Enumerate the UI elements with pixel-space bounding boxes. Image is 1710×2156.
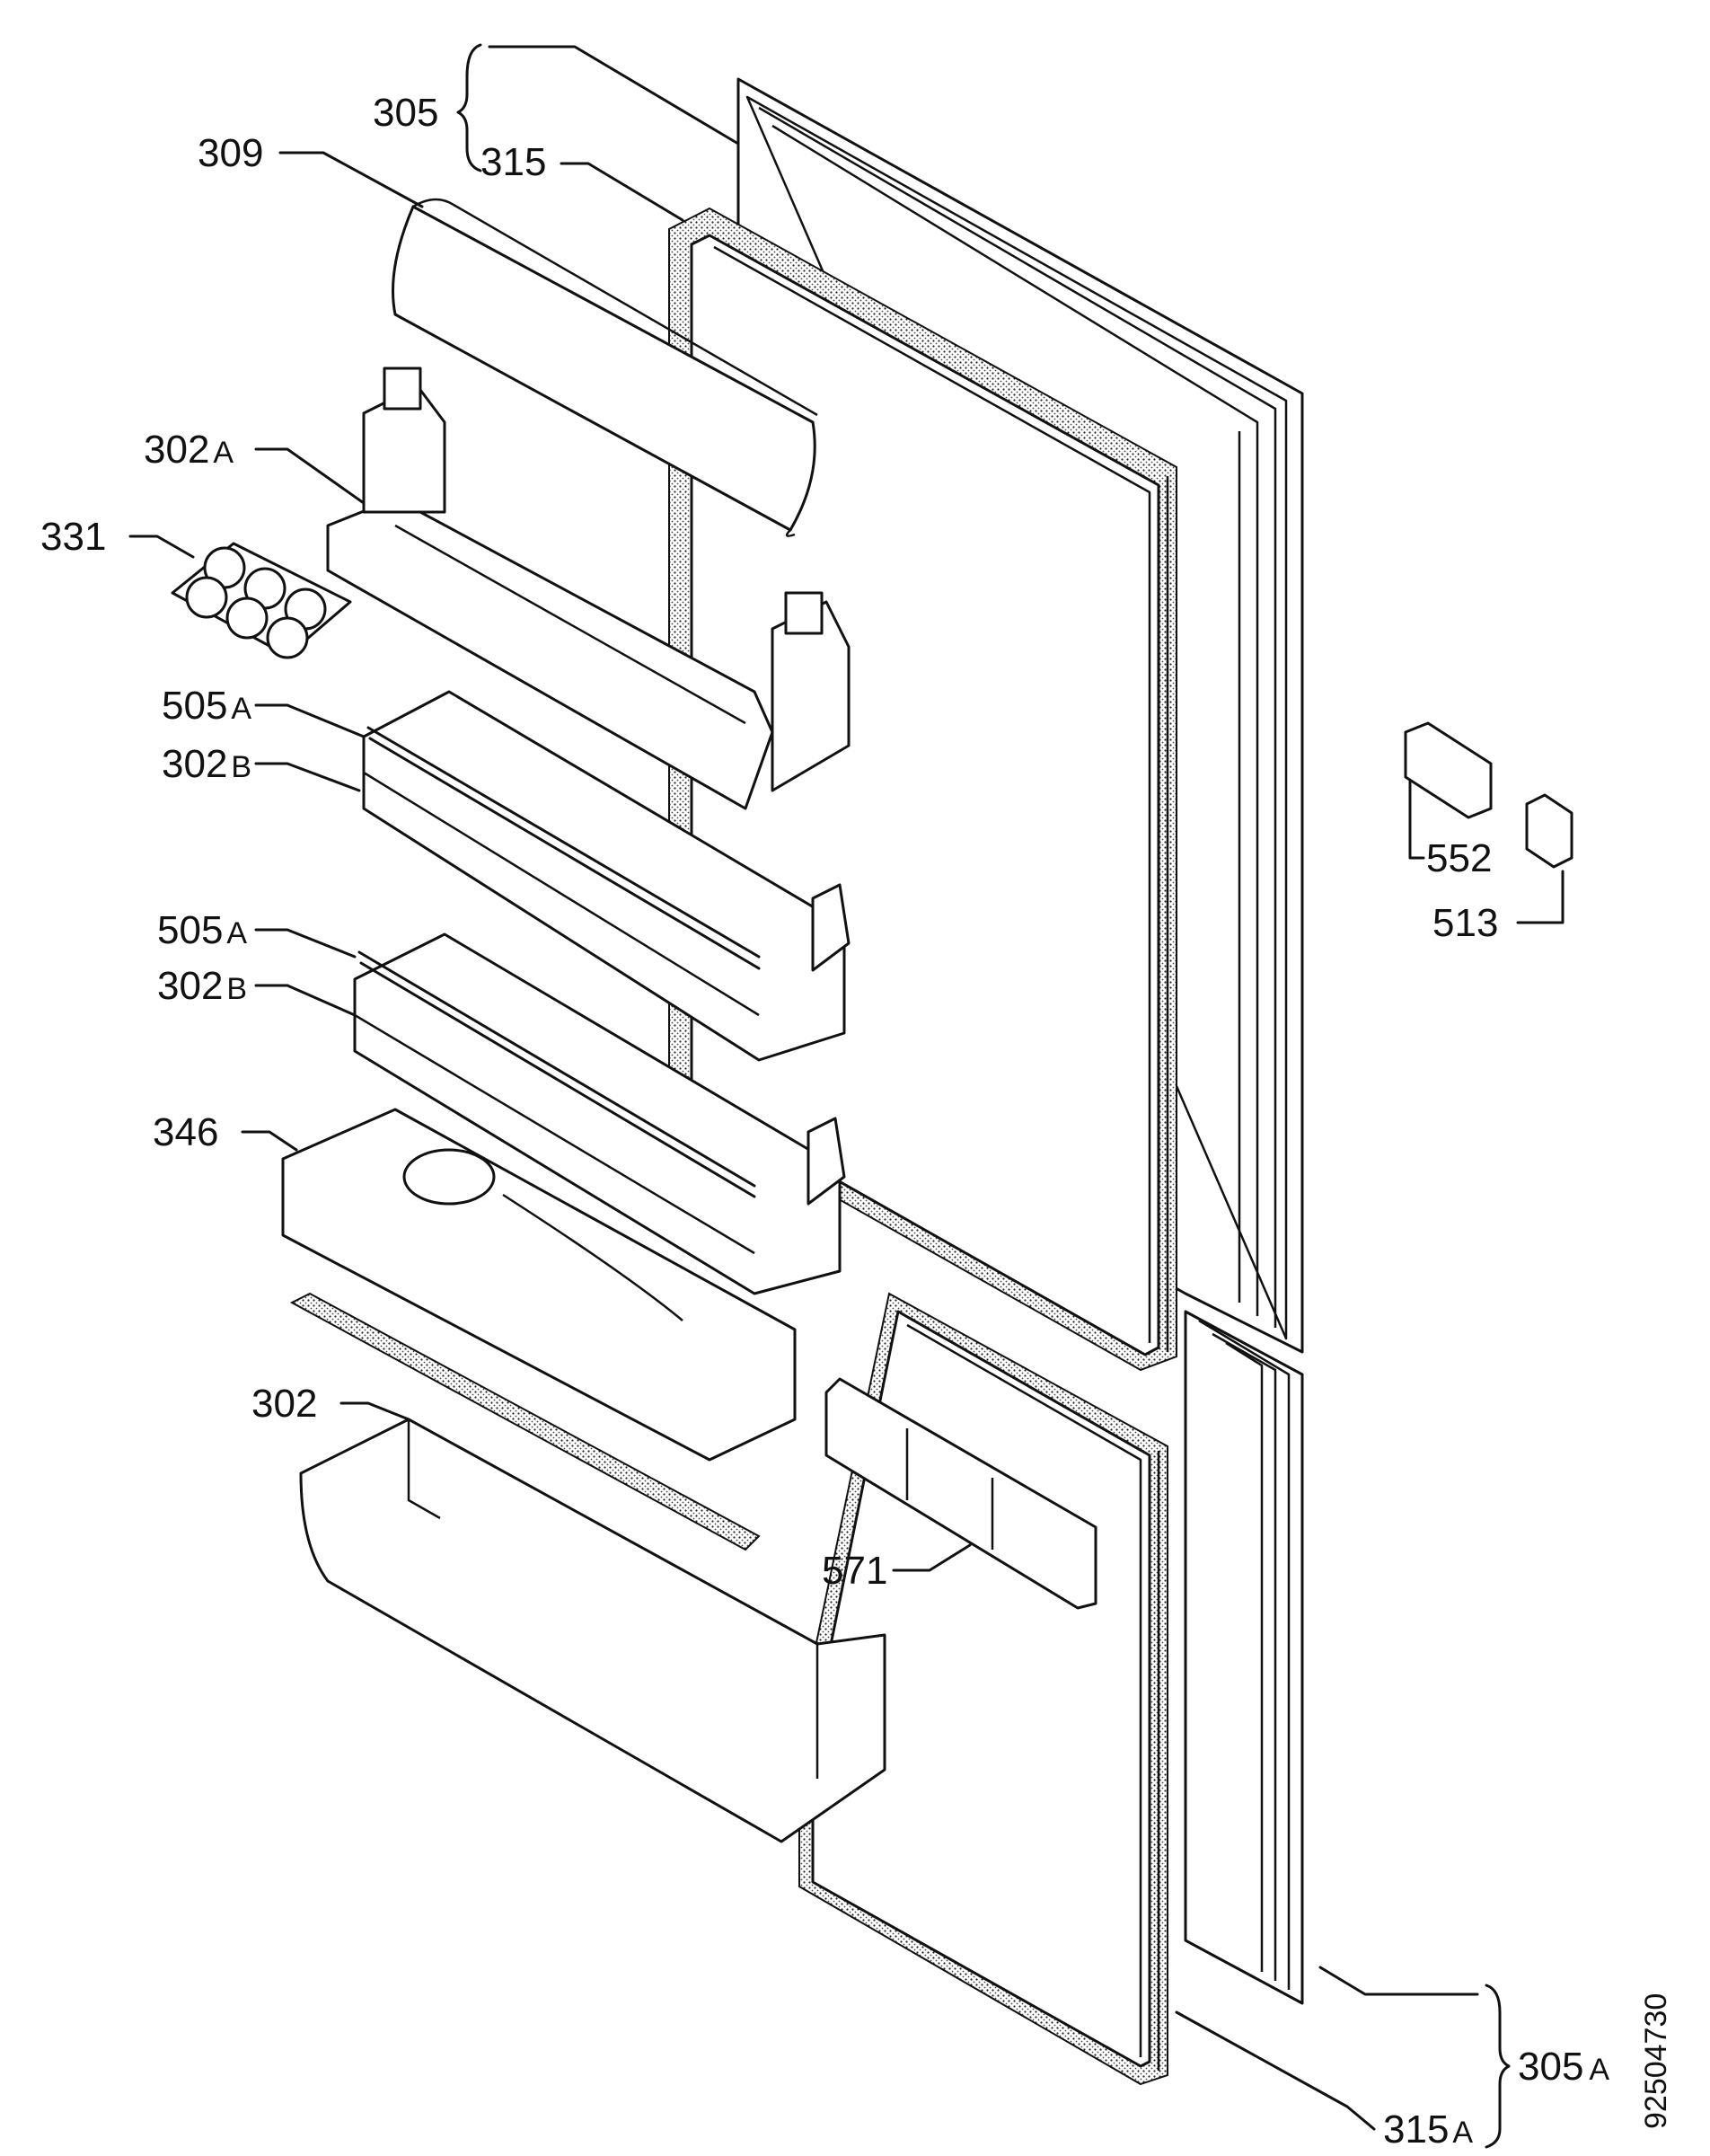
cover-571 <box>824 1377 1097 1610</box>
shelf-302B-lower <box>353 932 846 1295</box>
shelf-302A <box>326 367 851 810</box>
label-309: 309 <box>198 131 263 175</box>
label-331: 331 <box>40 515 106 559</box>
drawing-number: 92504730 <box>1639 1993 1673 2129</box>
label-571: 571 <box>822 1549 887 1593</box>
label-315: 315 <box>480 140 546 184</box>
strip-302 <box>289 1292 761 1551</box>
label-552: 552 <box>1426 836 1492 880</box>
hinge-552 <box>1404 721 1493 819</box>
leader-lines <box>128 43 1565 2149</box>
label-513: 513 <box>1432 901 1498 945</box>
label-305: 305 <box>373 91 438 135</box>
lower-door-305A <box>1184 1310 1304 2005</box>
compartment-346 <box>281 1108 797 1462</box>
label-346: 346 <box>153 1110 218 1154</box>
hinge-513 <box>1525 793 1573 869</box>
label-302: 302 <box>251 1382 317 1426</box>
shelf-302B-upper <box>362 690 851 1062</box>
bin-302 <box>299 1418 886 1843</box>
egg-tray-331 <box>171 542 352 659</box>
upper-gasket-315 <box>668 207 1177 1372</box>
